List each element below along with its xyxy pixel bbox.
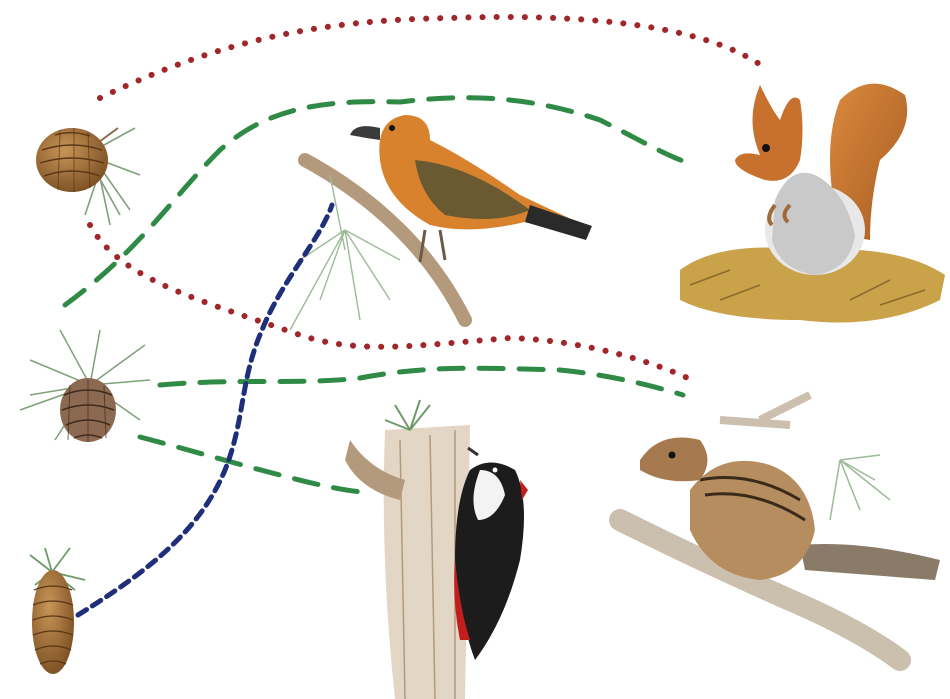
link-pine-cone-bottom-to-crossbill [78, 205, 332, 615]
pine-cone-top-node [36, 128, 140, 225]
long-pine-cone-icon [30, 548, 85, 674]
link-pine-cone-top-to-chipmunk [90, 225, 692, 380]
red-squirrel-icon [680, 84, 945, 323]
crossbill-bird-icon [290, 115, 592, 330]
pine-cone-bottom-node [30, 548, 85, 674]
squirrel-node [680, 84, 945, 323]
crossbill-node [290, 115, 592, 330]
link-pine-cone-middle-to-woodpecker [140, 437, 362, 492]
link-pine-cone-top-to-squirrel [100, 17, 765, 98]
woodpecker-icon [345, 400, 528, 699]
link-pine-cone-middle-to-chipmunk [160, 368, 683, 395]
chipmunk-icon [620, 395, 940, 660]
open-pine-cone-icon [20, 330, 150, 442]
pine-cone-middle-node [20, 330, 150, 442]
pine-cone-icon [36, 128, 140, 225]
chipmunk-node [620, 395, 940, 660]
woodpecker-node [345, 400, 528, 699]
